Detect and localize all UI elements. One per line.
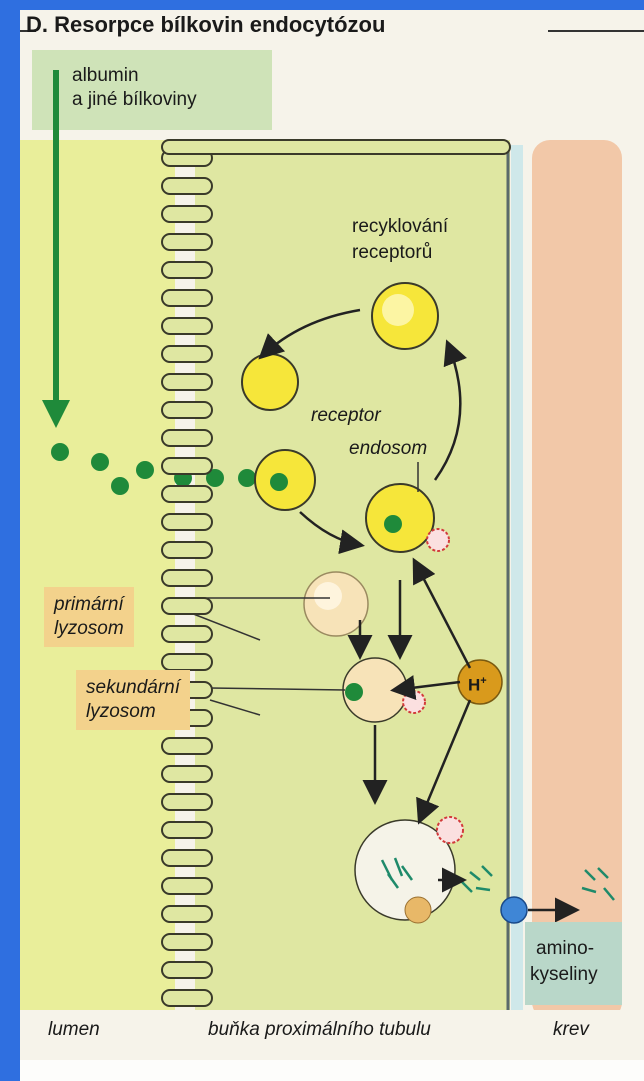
frame-left-border [0,0,20,1081]
secondary-lysosome-label: sekundární lyzosom [76,670,190,730]
microvillus [162,402,212,418]
proton-symbol: H [468,676,480,695]
microvillus [162,234,212,250]
apical-cap [162,140,510,154]
microvillus [162,514,212,530]
microvillus [162,598,212,614]
cell-caption: buňka proximálního tubulu [208,1018,431,1042]
microvillus [162,794,212,810]
secondary-lysosome-line2: lyzosom [86,700,180,724]
microvillus [162,962,212,978]
microvillus [162,486,212,502]
primary-lysosome-line1: primární [54,593,124,617]
microvillus [162,374,212,390]
microvillus [162,318,212,334]
amino-acids-line1: amino- [536,937,594,961]
blood-caption: krev [553,1018,589,1042]
lumen-caption: lumen [48,1018,100,1042]
albumin-label-line1: albumin [72,64,139,88]
microvillus [162,738,212,754]
primary-lysosome-line2: lyzosom [54,617,124,641]
microvillus [162,570,212,586]
microvillus [162,178,212,194]
microvillus [162,458,212,474]
amino-acids-line2: kyseliny [530,963,598,987]
microvillus [162,626,212,642]
proton-charge: + [480,675,486,687]
microvillus [162,430,212,446]
receptor-label: receptor [311,404,381,428]
microvillus [162,934,212,950]
albumin-label-line2: a jiné bílkoviny [72,88,197,112]
recycling-label-line1: recyklování [352,215,448,239]
microvillus [162,878,212,894]
primary-lysosome-label: primární lyzosom [44,587,134,647]
microvillus [162,906,212,922]
microvillus [162,850,212,866]
heading-rule-right [548,30,644,32]
microvillus [162,654,212,670]
microvillus [162,262,212,278]
microvillus [162,290,212,306]
microvillus [162,766,212,782]
endosome-label: endosom [349,437,427,461]
recycling-label-line2: receptorů [352,241,432,265]
microvillus [162,542,212,558]
microvillus [162,346,212,362]
microvillus [162,206,212,222]
diagram-title: D. Resorpce bílkovin endocytózou [26,12,385,38]
secondary-lysosome-line1: sekundární [86,676,180,700]
microvillus [162,990,212,1006]
proton-label: H+ [468,669,487,698]
microvillus [162,822,212,838]
